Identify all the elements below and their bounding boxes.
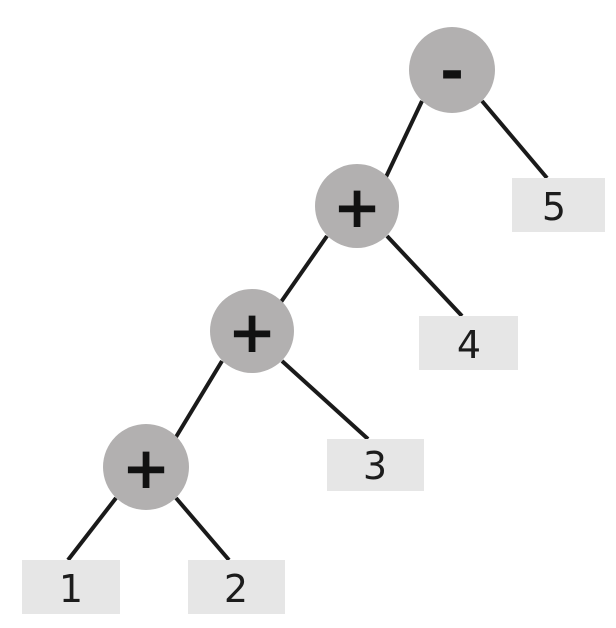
plus-icon: + — [333, 173, 382, 241]
operator-nodes-group: -+++ — [103, 27, 495, 510]
leaf-node[interactable]: 4 — [419, 316, 518, 370]
tree-edge — [480, 99, 549, 180]
operator-node[interactable]: + — [210, 289, 294, 373]
operator-node[interactable]: - — [409, 27, 495, 113]
leaf-node-label: 5 — [542, 185, 566, 229]
tree-edge — [385, 234, 464, 318]
tree-edge — [279, 234, 329, 304]
operator-node-circle — [315, 164, 399, 248]
leaf-node-box — [512, 178, 605, 232]
leaf-node[interactable]: 2 — [188, 560, 285, 614]
plus-icon: + — [122, 434, 171, 502]
leaf-node-box — [22, 560, 120, 614]
tree-edge — [280, 359, 370, 441]
leaf-node[interactable]: 3 — [327, 439, 424, 491]
leaf-node[interactable]: 5 — [512, 178, 605, 232]
leaf-node-box — [188, 560, 285, 614]
tree-edge — [384, 100, 424, 178]
leaf-node-label: 3 — [363, 444, 387, 488]
operator-node-circle — [210, 289, 294, 373]
plus-icon: + — [228, 298, 277, 366]
tree-edge — [66, 496, 118, 562]
leaf-node-label: 1 — [59, 567, 83, 611]
leaf-node-box — [327, 439, 424, 491]
operator-node[interactable]: + — [315, 164, 399, 248]
leaf-node-label: 4 — [457, 323, 481, 367]
minus-icon: - — [440, 37, 464, 105]
leaf-nodes-group: 5 4 3 1 2 — [22, 178, 605, 614]
tree-edge — [174, 359, 224, 439]
operator-node[interactable]: + — [103, 424, 189, 510]
operator-node-circle — [103, 424, 189, 510]
leaf-node[interactable]: 1 — [22, 560, 120, 614]
operator-node-circle — [409, 27, 495, 113]
leaf-node-label: 2 — [224, 567, 248, 611]
leaf-node-box — [419, 316, 518, 370]
tree-edge — [174, 496, 231, 562]
edges-group — [66, 99, 549, 562]
